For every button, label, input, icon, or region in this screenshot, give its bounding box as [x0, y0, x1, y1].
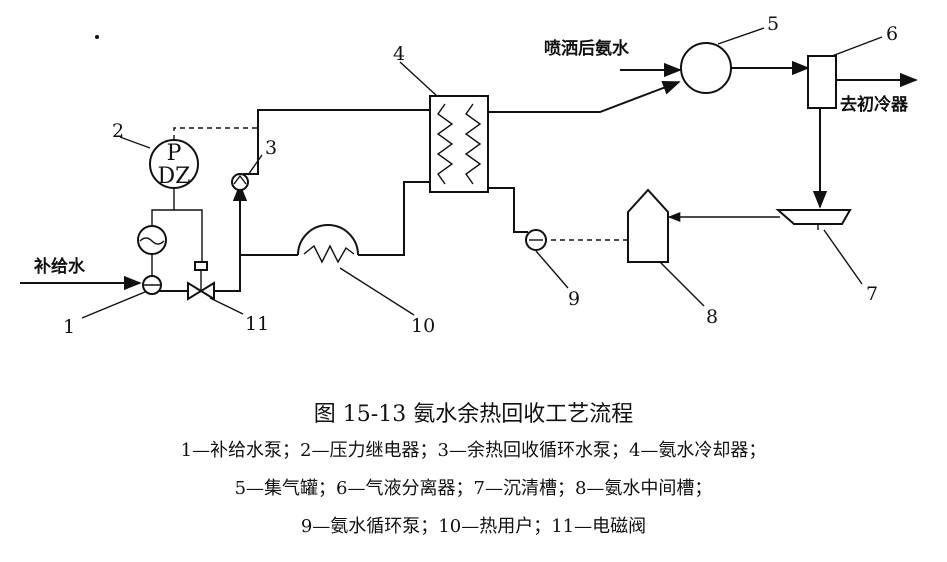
leader-lines: [81, 27, 883, 319]
relay-label-dz: DZ: [158, 164, 191, 189]
pipe-pump3-cooler: [243, 109, 430, 175]
legend-line-2: 5—集气罐；6—气液分离器；7—沉清槽；8—氨水中间槽；: [234, 478, 713, 499]
pipe-pump9-cooler: [488, 187, 528, 233]
label-number-7: 7: [866, 283, 878, 305]
ammonia-circulation-pump: [525, 229, 547, 251]
heat-user: [297, 224, 359, 264]
relay-label-p: P: [167, 141, 182, 166]
label-number-9: 9: [568, 288, 580, 310]
legend-line-3: 9—氨水循环泵；10—热用户；11—电磁阀: [300, 516, 647, 537]
label-number-11: 11: [245, 313, 269, 335]
figure-title: 图 15-13 氨水余热回收工艺流程: [313, 402, 634, 427]
pressure-relay: P DZ: [149, 139, 199, 189]
label-number-3: 3: [265, 137, 277, 159]
label-number-4: 4: [393, 43, 405, 65]
ammonia-water-cooler: [429, 95, 489, 193]
pipe-cooler-heatuser: [358, 181, 430, 256]
relay-signal-to-valve: [174, 209, 203, 262]
primary-cooler-label: 去初冷器: [840, 94, 909, 115]
pipe-cooler-collector: [488, 81, 681, 113]
gas-collector: [680, 42, 732, 94]
makeup-water-pump: [142, 275, 162, 295]
label-number-5: 5: [767, 13, 779, 35]
makeup-water-label: 补给水: [33, 256, 86, 277]
label-number-8: 8: [706, 306, 718, 328]
legend-line-1: 1—补给水泵；2—压力继电器；3—余热回收循环水泵；4—氨水冷却器；: [180, 440, 767, 461]
solenoid-valve: [187, 261, 215, 301]
ammonia-intermediate-tank: [627, 188, 669, 263]
label-number-1: 1: [63, 316, 75, 338]
pipe-valve-riser: [214, 183, 248, 292]
sprayed-water-label: 喷洒后氨水: [544, 38, 630, 59]
speck-dot: [95, 35, 99, 39]
label-number-10: 10: [411, 315, 435, 337]
pressure-gauge: [137, 225, 167, 255]
gas-liquid-separator: [807, 55, 837, 109]
relay-signal-to-gauge: [151, 188, 175, 228]
settling-tank: [775, 209, 852, 230]
label-number-2: 2: [112, 120, 124, 142]
relay-dashed-signal: [173, 127, 258, 140]
label-number-6: 6: [886, 23, 898, 45]
heat-recovery-pump: [231, 173, 249, 191]
